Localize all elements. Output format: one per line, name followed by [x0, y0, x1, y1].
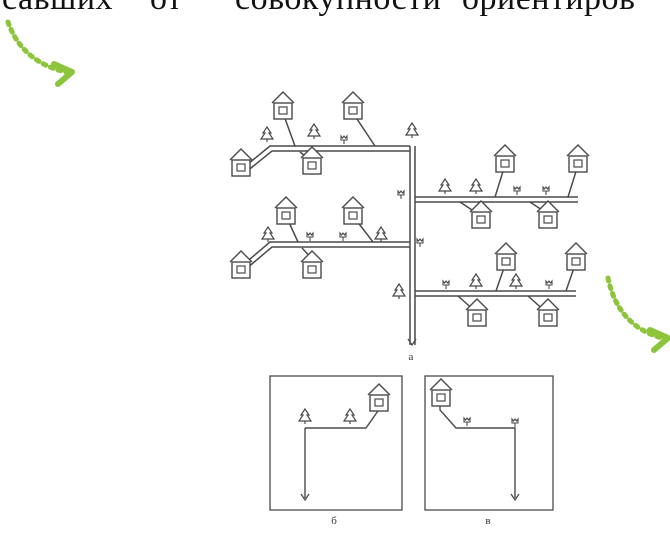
house-icon — [566, 144, 590, 173]
house-icon — [341, 196, 365, 225]
panel-label-b: б — [331, 515, 337, 527]
tree-icon — [405, 122, 419, 139]
tulip-icon — [306, 232, 314, 242]
tulip-icon — [513, 186, 521, 196]
heading-word-3: совокупности — [235, 0, 441, 18]
panel-b: б — [269, 375, 403, 527]
house-icon — [465, 298, 489, 327]
tulip-icon — [397, 190, 405, 200]
tree-icon — [298, 408, 312, 425]
house-icon — [229, 148, 253, 177]
tree-icon — [260, 126, 274, 143]
tulip-icon — [339, 232, 347, 242]
panel-v: в — [424, 375, 554, 527]
curved-arrow-icon — [5, 19, 75, 87]
house-icon — [469, 200, 493, 229]
tree-icon — [261, 226, 275, 243]
tree-icon — [509, 273, 523, 290]
tree-icon — [392, 283, 406, 300]
heading-word-1: савших — [2, 0, 113, 18]
tree-icon — [469, 178, 483, 195]
tulip-icon — [340, 135, 348, 145]
house-icon — [341, 91, 365, 120]
tree-icon — [343, 408, 357, 425]
heading-word-4: ориентиров — [462, 0, 636, 18]
tree-icon — [438, 178, 452, 195]
house-icon — [493, 144, 517, 173]
heading-word-2: от — [150, 0, 182, 18]
panel-label-a: а — [409, 351, 414, 363]
tree-icon — [374, 226, 388, 243]
main-route-network — [242, 112, 579, 345]
tulip-icon — [416, 238, 424, 248]
tulip-icon — [542, 186, 550, 196]
house-icon — [494, 242, 518, 271]
house-icon — [300, 250, 324, 279]
tulip-icon — [463, 417, 471, 427]
house-icon — [274, 196, 298, 225]
house-icon — [271, 91, 295, 120]
tulip-icon — [442, 280, 450, 290]
house-icon — [429, 378, 453, 407]
tulip-icon — [511, 418, 519, 428]
house-icon — [536, 200, 560, 229]
house-icon — [229, 250, 253, 279]
tree-icon — [469, 273, 483, 290]
panel-label-v: в — [485, 515, 490, 527]
curved-arrow-icon — [605, 275, 670, 353]
tree-icon — [307, 123, 321, 140]
house-icon — [367, 383, 391, 412]
top-text-line: савших от совокупности ориентиров — [0, 0, 670, 20]
house-icon — [536, 298, 560, 327]
house-icon — [564, 242, 588, 271]
tulip-icon — [545, 280, 553, 290]
